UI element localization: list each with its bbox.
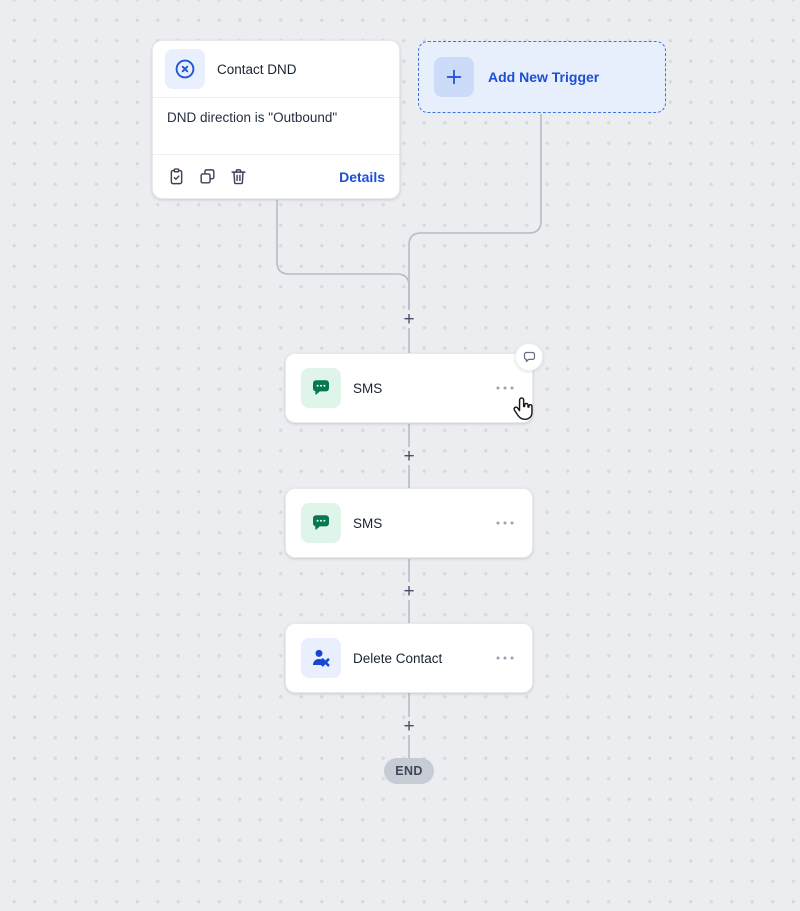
hand-cursor-icon [509,395,536,424]
insert-action-button-2[interactable]: + [403,445,415,467]
add-new-trigger-button[interactable]: Add New Trigger [418,41,666,113]
clipboard-check-icon[interactable] [167,167,186,186]
more-options-icon[interactable] [493,516,517,530]
action-title: SMS [353,515,383,531]
sms-icon [301,368,341,408]
add-new-trigger-label: Add New Trigger [488,69,600,85]
trigger-title: Contact DND [217,61,297,77]
details-link[interactable]: Details [339,168,385,185]
delete-contact-icon [301,638,341,678]
trigger-node-footer: Details [153,155,399,198]
action-node-sms-1[interactable]: SMS [285,353,533,423]
more-options-icon[interactable] [493,381,517,395]
sms-icon [301,503,341,543]
action-node-sms-2[interactable]: SMS [285,488,533,558]
action-title: SMS [353,380,383,396]
insert-action-button-4[interactable]: + [403,715,415,737]
circle-x-icon [165,49,205,89]
insert-action-button-1[interactable]: + [403,308,415,330]
trigger-node-header: Contact DND [153,41,399,98]
action-title: Delete Contact [353,650,443,666]
more-options-icon[interactable] [493,651,517,665]
copy-icon[interactable] [198,167,217,186]
trigger-condition: DND direction is "Outbound" [153,98,399,155]
plus-icon [434,57,474,97]
action-node-delete-contact[interactable]: Delete Contact [285,623,533,693]
comment-indicator[interactable] [515,343,543,371]
trigger-node-contact-dnd[interactable]: Contact DND DND direction is "Outbound" [152,40,400,199]
trash-icon[interactable] [229,167,248,186]
end-badge: END [384,758,434,784]
insert-action-button-3[interactable]: + [403,580,415,602]
